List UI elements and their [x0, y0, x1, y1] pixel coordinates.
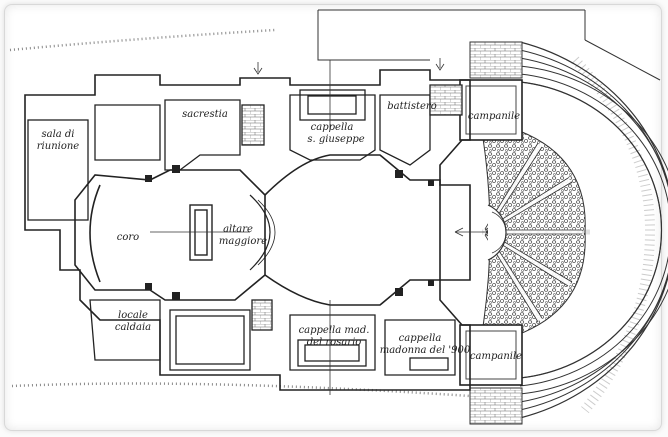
label-coro: coro: [117, 232, 139, 243]
label-altare-maggiore-1: altare: [223, 224, 253, 235]
rooms-top: [27, 84, 463, 221]
altar-table: [189, 204, 213, 261]
rooms-bottom: [89, 299, 456, 376]
pebble-forecourt: [479, 119, 590, 346]
site-boundary: [317, 9, 661, 81]
ground-texture: [9, 28, 656, 414]
label-cappella-900-1: cappella: [399, 333, 442, 344]
label-sala-di-riunione-2: riunione: [37, 141, 80, 152]
label-cappella-rosario-2: del rosario: [307, 337, 362, 348]
label-cappella-rosario-1: cappella mad.: [299, 325, 370, 336]
label-sacrestia: sacrestia: [182, 109, 228, 120]
pillars: [145, 165, 434, 300]
sagrato-steps: [519, 41, 668, 419]
label-locale-caldaia-2: caldaia: [115, 322, 151, 333]
label-cappella-s-giuseppe-2: s. giuseppe: [307, 134, 364, 145]
label-battistero: battistero: [387, 101, 436, 112]
label-altare-maggiore-2: maggiore: [219, 236, 267, 247]
label-cappella-s-giuseppe-1: cappella: [311, 122, 354, 133]
label-cappella-900-2: madonna del '900: [380, 345, 471, 356]
label-locale-caldaia-1: locale: [118, 310, 148, 321]
label-sala-di-riunione-1: sala di: [41, 129, 74, 140]
room-labels: sala di riunione sacrestia cappella s. g…: [37, 101, 522, 362]
label-campanile-bottom: campanile: [470, 351, 522, 362]
axis-lines: [150, 58, 488, 395]
label-campanile-top: campanile: [468, 111, 520, 122]
